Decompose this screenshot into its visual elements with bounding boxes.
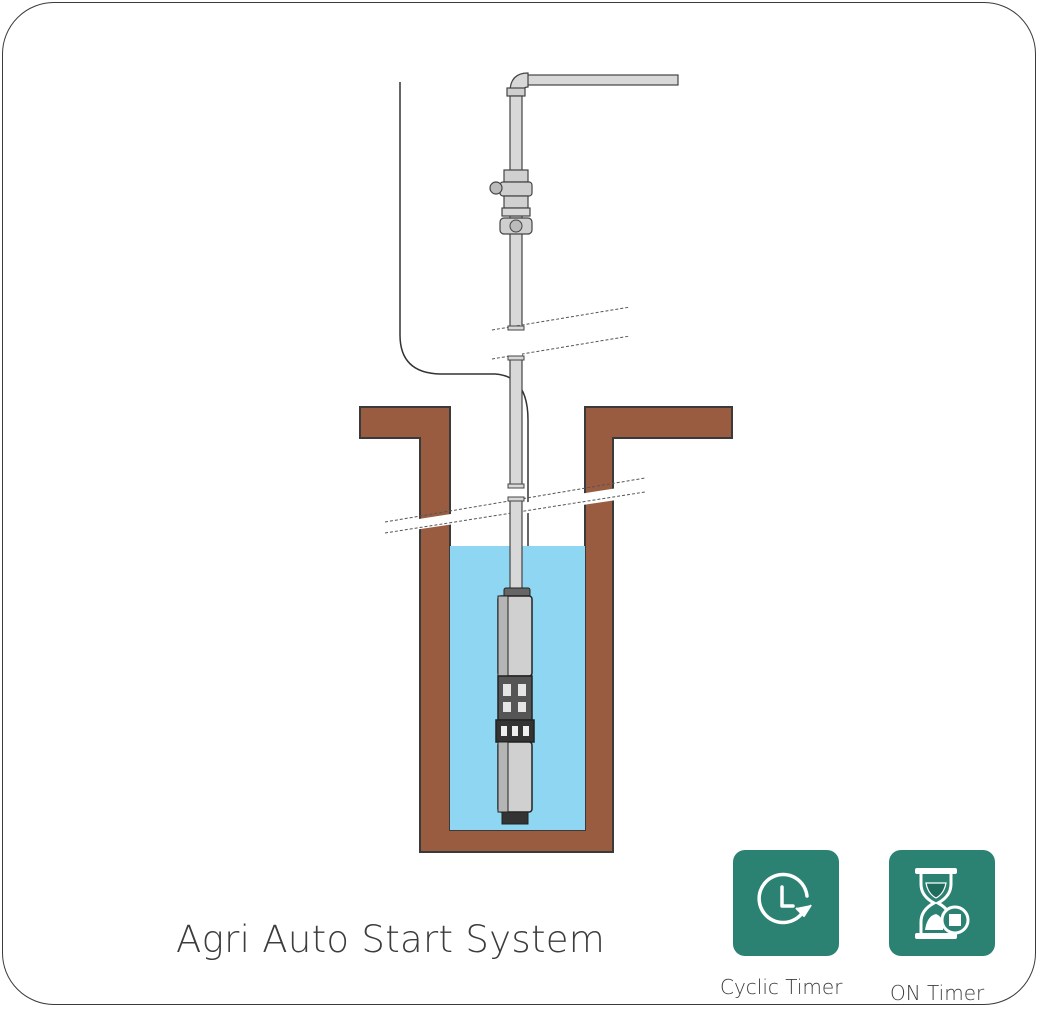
page-title: Agri Auto Start System bbox=[176, 918, 606, 961]
on-timer-button[interactable] bbox=[889, 850, 995, 956]
hourglass-stop-icon bbox=[915, 868, 970, 939]
power-cable bbox=[399, 82, 529, 590]
gate-valve bbox=[489, 169, 533, 235]
submersible-pump bbox=[495, 587, 535, 825]
on-timer-label: ON Timer bbox=[890, 981, 985, 1005]
clock-cycle-icon bbox=[757, 872, 812, 925]
discharge-pipe bbox=[519, 74, 679, 86]
cyclic-timer-button[interactable] bbox=[733, 850, 839, 956]
cyclic-timer-label: Cyclic Timer bbox=[720, 975, 843, 999]
